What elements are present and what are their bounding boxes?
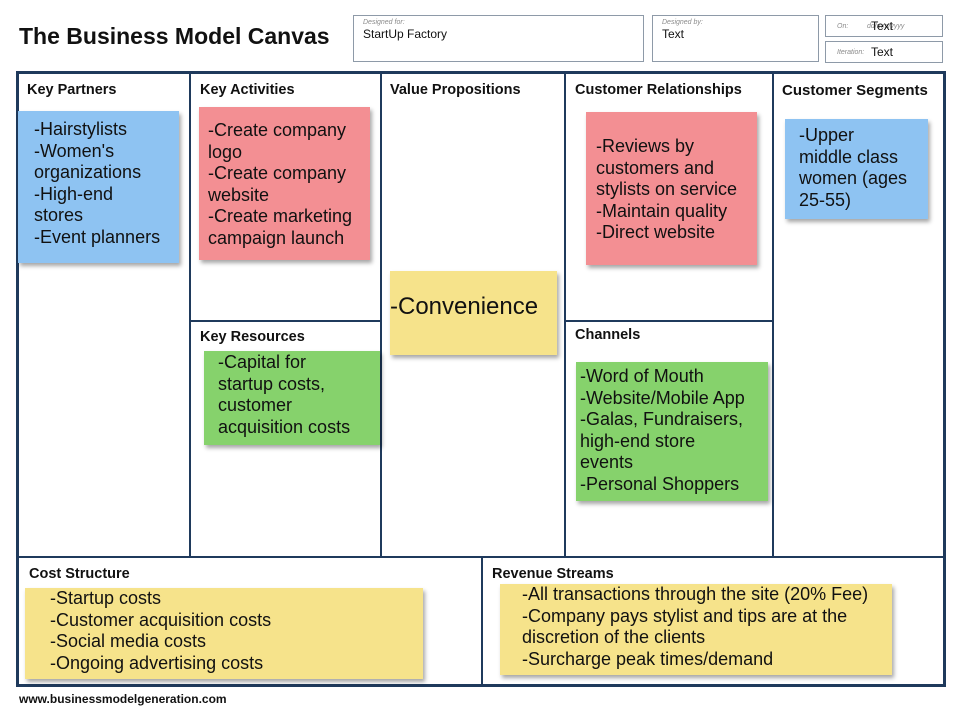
note-line: -Startup costs xyxy=(50,588,162,608)
date-placeholder: dd/mm/yyyy xyxy=(867,23,905,30)
note-line: -Galas, Fundraisers, xyxy=(580,409,744,429)
revenue-streams-cell: Revenue Streams xyxy=(483,558,943,684)
divider xyxy=(191,320,380,322)
designed-for-label: Designed for: xyxy=(363,19,405,26)
note-line: -Create company xyxy=(208,163,347,183)
note-line: -All transactions through the site (20% … xyxy=(522,584,869,604)
note-line: -Surcharge peak times/demand xyxy=(522,648,774,669)
customer-segments-title: Customer Segments xyxy=(782,82,928,99)
key-activities-title: Key Activities xyxy=(200,82,295,98)
designed-for-field[interactable]: Designed for: StartUp Factory xyxy=(353,15,644,62)
value-propositions-cell: Value Propositions xyxy=(382,74,564,556)
value-propositions-note[interactable]: -Convenience xyxy=(390,271,557,355)
note-line: -Maintain quality xyxy=(596,200,728,221)
note-line: -Upper xyxy=(799,125,855,145)
divider xyxy=(566,320,772,322)
customer-relationships-note[interactable]: -Reviews by customers and stylists on se… xyxy=(586,112,757,265)
key-activities-cell: Key Activities xyxy=(191,74,380,320)
note-line: -Ongoing advertising costs xyxy=(50,652,264,673)
key-resources-title: Key Resources xyxy=(200,329,305,345)
revenue-streams-title: Revenue Streams xyxy=(492,566,614,582)
note-line: stylists on service xyxy=(596,179,738,199)
cost-structure-note[interactable]: -Startup costs -Customer acquisition cos… xyxy=(25,588,423,679)
note-line: stores xyxy=(34,205,84,225)
note-line: 25-55) xyxy=(799,189,852,210)
customer-relationships-cell: Customer Relationships xyxy=(566,74,772,320)
note-line: -High-end xyxy=(34,183,114,204)
channels-note[interactable]: -Word of Mouth -Website/Mobile App -Gala… xyxy=(576,362,768,501)
note-line: acquisition costs xyxy=(218,416,351,437)
customer-segments-cell: Customer Segments xyxy=(774,74,943,556)
note-line: customer xyxy=(218,395,293,415)
revenue-streams-note[interactable]: -All transactions through the site (20% … xyxy=(500,584,892,675)
value-propositions-title: Value Propositions xyxy=(390,82,521,98)
note-line: -Word of Mouth xyxy=(580,366,704,386)
note-line: events xyxy=(580,452,634,472)
note-line: logo xyxy=(208,141,243,162)
key-activities-note[interactable]: -Create company logo -Create company web… xyxy=(199,107,370,260)
note-line: organizations xyxy=(34,162,142,182)
note-line: customers and xyxy=(596,157,715,178)
page-title: The Business Model Canvas xyxy=(19,23,330,49)
channels-title: Channels xyxy=(575,327,641,343)
divider xyxy=(380,74,382,556)
divider xyxy=(772,74,774,556)
footer-url[interactable]: www.businessmodelgeneration.com xyxy=(19,692,227,706)
note-line: -Capital for xyxy=(218,352,307,372)
note-line: startup costs, xyxy=(218,373,326,394)
divider xyxy=(189,74,191,556)
date-value: Text xyxy=(871,19,894,33)
note-line: -Create company xyxy=(208,120,347,140)
note-line: -Convenience xyxy=(390,293,539,320)
note-line: -Event planners xyxy=(34,226,161,247)
note-line: -Women's xyxy=(34,140,115,161)
iteration-field[interactable]: Iteration: Text xyxy=(825,41,943,63)
cost-structure-cell: Cost Structure xyxy=(19,558,481,684)
iteration-label: Iteration: xyxy=(837,49,865,56)
channels-cell: Channels xyxy=(566,322,772,556)
customer-relationships-title: Customer Relationships xyxy=(575,82,742,98)
note-line: high-end store xyxy=(580,430,696,451)
note-line: -Customer acquisition costs xyxy=(50,609,272,630)
cost-structure-title: Cost Structure xyxy=(29,566,130,582)
note-line: -Direct website xyxy=(596,222,716,242)
note-line: discretion of the clients xyxy=(522,627,706,647)
key-partners-cell: Key Partners xyxy=(19,74,189,556)
divider xyxy=(481,558,483,684)
date-field[interactable]: On: dd/mm/yyyy Text xyxy=(825,15,943,37)
iteration-value: Text xyxy=(871,45,894,59)
designed-for-value: StartUp Factory xyxy=(363,27,448,41)
note-line: -Reviews by xyxy=(596,136,695,156)
key-partners-title: Key Partners xyxy=(27,82,117,98)
note-line: -Create marketing xyxy=(208,206,353,226)
note-line: women (ages xyxy=(799,168,908,188)
divider xyxy=(564,74,566,556)
date-label: On: xyxy=(837,23,849,30)
note-line: -Company pays stylist and tips are at th… xyxy=(522,605,848,626)
designed-by-label: Designed by: xyxy=(662,19,703,26)
key-partners-note[interactable]: -Hairstylists -Women's organizations -Hi… xyxy=(18,111,179,263)
divider xyxy=(19,556,943,558)
designed-by-value: Text xyxy=(662,27,685,41)
designed-by-field[interactable]: Designed by: Text xyxy=(652,15,819,62)
note-line: -Hairstylists xyxy=(34,119,127,139)
note-line: campaign launch xyxy=(208,227,345,248)
note-line: -Website/Mobile App xyxy=(580,387,745,408)
key-resources-note[interactable]: -Capital for startup costs, customer acq… xyxy=(204,351,380,445)
note-line: middle class xyxy=(799,146,899,167)
note-line: -Social media costs xyxy=(50,631,207,651)
note-line: -Personal Shoppers xyxy=(580,473,740,494)
key-resources-cell: Key Resources xyxy=(191,322,380,556)
note-line: website xyxy=(208,184,270,205)
customer-segments-note[interactable]: -Upper middle class women (ages 25-55) xyxy=(785,119,928,219)
